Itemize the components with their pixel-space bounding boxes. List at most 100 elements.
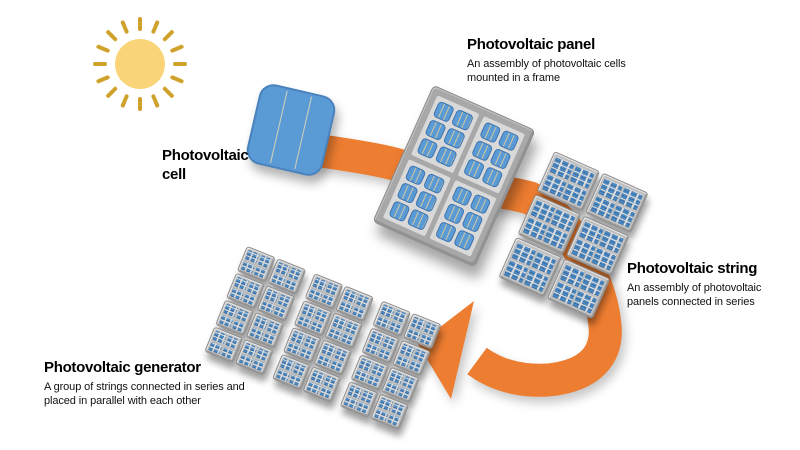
- tile-quadrant: [231, 319, 246, 333]
- panel-cell: [434, 220, 457, 244]
- tile-quadrant: [377, 347, 393, 361]
- sun-ray-icon: [105, 29, 119, 43]
- tile-quadrant: [320, 292, 336, 306]
- tile-quadrant: [225, 335, 240, 349]
- tile-quadrant: [366, 373, 382, 388]
- tile-quadrant: [329, 358, 345, 373]
- tile-quadrant: [365, 341, 380, 356]
- label-pv-panel: Photovoltaic panel An assembly of photov…: [467, 36, 627, 85]
- sun-core: [115, 39, 165, 89]
- tile-quadrant: [317, 353, 332, 367]
- tile-quadrant: [323, 375, 338, 389]
- tile-quadrant: [397, 386, 412, 400]
- tile-quadrant: [347, 385, 363, 399]
- tile-quadrant: [400, 343, 415, 357]
- tile-quadrant: [208, 341, 223, 355]
- tile-quadrant: [312, 277, 328, 291]
- tile-quadrant: [408, 359, 423, 373]
- panel-cell: [478, 121, 502, 144]
- tile-quadrant: [321, 343, 336, 357]
- tile-quadrant: [220, 346, 235, 360]
- tile-quadrant: [392, 309, 408, 323]
- tile-quadrant: [382, 336, 397, 350]
- tile-quadrant: [419, 332, 434, 346]
- panel-cell: [462, 157, 486, 180]
- tile-quadrant: [292, 362, 307, 376]
- tile-quadrant: [351, 305, 366, 319]
- tile-quadrant: [299, 346, 314, 360]
- cell-divider-line: [294, 96, 312, 169]
- tile-quadrant: [401, 375, 417, 389]
- tile-quadrant: [356, 400, 371, 414]
- tile-quadrant: [358, 358, 373, 372]
- panel-cell: [450, 184, 474, 207]
- panel-cell: [443, 126, 466, 150]
- sun-ray-icon: [120, 19, 130, 35]
- tile-quadrant: [306, 380, 321, 394]
- tile-quadrant: [343, 395, 358, 409]
- sun-ray-icon: [95, 74, 111, 84]
- tile-quadrant: [240, 260, 256, 274]
- tile-quadrant: [388, 320, 403, 334]
- sun-icon: [92, 16, 188, 112]
- tile-quadrant: [223, 303, 238, 317]
- label-pv-generator: Photovoltaic generator A group of string…: [44, 359, 254, 408]
- tile-quadrant: [345, 321, 360, 335]
- pv-string-title: Photovoltaic string: [627, 260, 758, 277]
- sun-ray-icon: [161, 29, 175, 43]
- tile-quadrant: [380, 304, 395, 318]
- tile-quadrant: [325, 282, 340, 296]
- tile-quadrant: [280, 357, 295, 371]
- tile-quadrant: [249, 326, 264, 340]
- pv-generator-desc: A group of strings connected in series a…: [44, 380, 245, 408]
- tile-quadrant: [212, 330, 227, 344]
- tile-quadrant: [360, 390, 375, 404]
- panel-cell: [489, 147, 512, 170]
- panel-cell: [451, 108, 474, 132]
- tile-quadrant: [314, 309, 329, 323]
- tile-quadrant: [264, 288, 280, 303]
- tile-quadrant: [386, 413, 401, 427]
- panel-cell: [460, 210, 484, 234]
- sun-ray-icon: [138, 17, 142, 31]
- tile-quadrant: [219, 314, 234, 328]
- sun-ray-icon: [95, 44, 111, 54]
- tile-quadrant: [243, 342, 258, 356]
- tile-quadrant: [354, 368, 369, 382]
- panel-cell: [481, 165, 504, 188]
- sun-ray-icon: [150, 19, 160, 35]
- tile-quadrant: [310, 319, 325, 333]
- tile-quadrant: [275, 262, 290, 276]
- tile-quadrant: [253, 315, 269, 329]
- tile-quadrant: [273, 304, 288, 318]
- panel-cell: [422, 172, 446, 195]
- panel-cell: [452, 229, 476, 252]
- tile-quadrant: [275, 368, 291, 382]
- tile-quadrant: [411, 316, 426, 330]
- tile-quadrant: [277, 294, 292, 308]
- tile-quadrant: [318, 385, 334, 399]
- tile-quadrant: [246, 281, 261, 295]
- pv-panel-title: Photovoltaic panel: [467, 36, 595, 53]
- tile-quadrant: [412, 348, 427, 362]
- tile-quadrant: [286, 341, 301, 355]
- pv-panel-desc: An assembly of photovoltaic cells mounte…: [467, 57, 626, 85]
- tile-quadrant: [423, 321, 438, 335]
- sun-ray-icon: [169, 74, 185, 84]
- tile-quadrant: [308, 287, 323, 301]
- tile-quadrant: [303, 335, 318, 350]
- tile-quadrant: [266, 320, 281, 335]
- tile-quadrant: [406, 327, 421, 341]
- sun-ray-icon: [93, 62, 107, 66]
- label-pv-string: Photovoltaic string An assembly of photo…: [627, 260, 787, 309]
- tile-quadrant: [242, 292, 257, 306]
- tile-quadrant: [389, 370, 404, 384]
- tile-quadrant: [310, 370, 326, 384]
- tile-quadrant: [257, 254, 272, 268]
- sun-ray-icon: [169, 44, 185, 54]
- panel-cell: [406, 208, 430, 231]
- tile-quadrant: [340, 332, 355, 346]
- sun-ray-icon: [120, 93, 130, 109]
- sun-ray-icon: [138, 97, 142, 111]
